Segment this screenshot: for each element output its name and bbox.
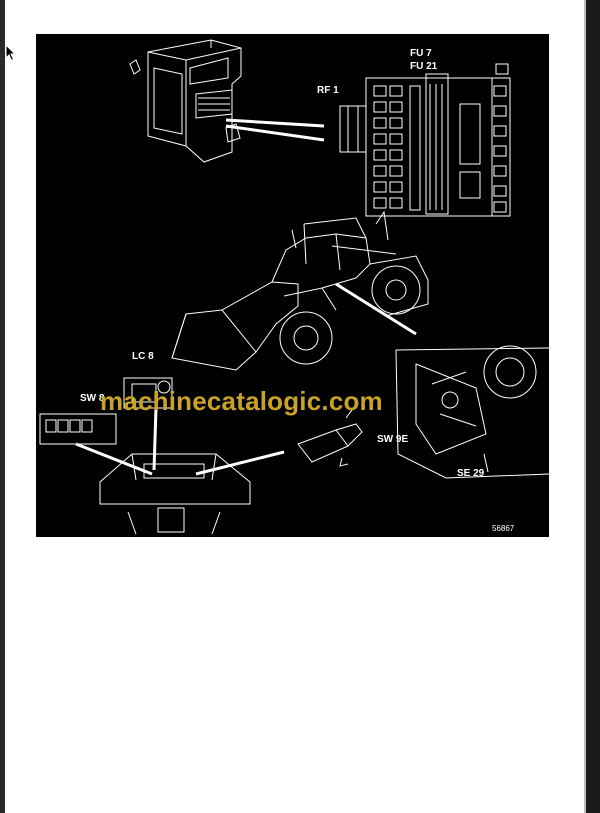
sw9e-switch-drawing bbox=[297, 409, 363, 467]
scrollbar-track[interactable] bbox=[586, 0, 600, 813]
watermark-text: machinecatalogic.com bbox=[100, 386, 383, 416]
label-fu21: FU 21 bbox=[410, 61, 438, 72]
label-sw8: SW 8 bbox=[80, 393, 105, 404]
fuse-panel-drawing bbox=[365, 63, 511, 217]
figure-number: 56867 bbox=[492, 524, 515, 533]
page-edge-left bbox=[0, 0, 5, 813]
label-rf1: RF 1 bbox=[317, 85, 339, 96]
wheel-loader-drawing bbox=[171, 210, 429, 371]
label-se29: SE 29 bbox=[457, 468, 485, 479]
label-sw9e: SW 9E bbox=[377, 434, 409, 445]
label-fu7: FU 7 bbox=[410, 48, 432, 59]
technical-figure: FU 7 FU 21 RF 1 LC 8 SW 8 SW 9E SE 29 56… bbox=[36, 34, 549, 537]
page-edge-line bbox=[584, 0, 586, 813]
rf1-relay-drawing bbox=[339, 105, 367, 153]
label-lc8: LC 8 bbox=[132, 351, 154, 362]
mouse-pointer-icon bbox=[5, 44, 17, 62]
cab-illustration bbox=[129, 39, 242, 163]
component-location-drawing bbox=[39, 39, 549, 535]
engine-detail-drawing bbox=[395, 345, 549, 479]
